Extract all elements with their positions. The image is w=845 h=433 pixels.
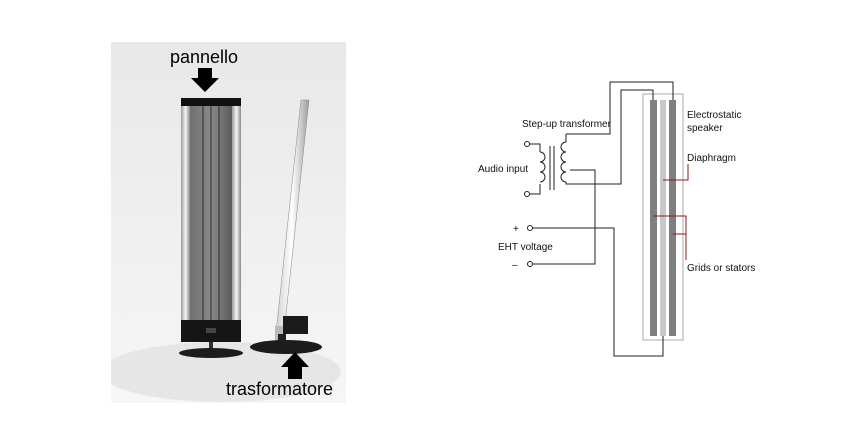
arrow-down-icon (191, 68, 219, 92)
speaker-photo-illustration (111, 42, 346, 403)
transformer-label: Step-up transformer (522, 119, 612, 130)
front-speaker-panel (179, 98, 243, 358)
audio-input-label: Audio input (478, 164, 528, 175)
transformer-coils (539, 134, 570, 190)
transformer-photo-label: trasformatore (226, 379, 334, 399)
leader-lines (653, 164, 689, 260)
plus-sign: + (513, 224, 519, 235)
side-speaker-panel (250, 99, 322, 354)
stator-left (650, 100, 657, 336)
schematic-svg: Step-up transformer Electrostatic speake… (478, 81, 755, 357)
speaker-label-line1: Electrostatic (687, 110, 741, 121)
diaphragm (660, 100, 666, 336)
diaphragm-label: Diaphragm (687, 153, 736, 164)
eht-label: EHT voltage (498, 242, 553, 253)
arrow-up-icon (281, 352, 309, 379)
grids-label: Grids or stators (687, 263, 755, 274)
terminals (524, 141, 533, 267)
speaker-label-line2: speaker (687, 123, 723, 134)
speaker-photo (111, 42, 346, 403)
wiring (528, 81, 674, 357)
stator-right (669, 100, 676, 336)
minus-sign: – (512, 260, 518, 271)
electrostatic-speaker-schematic: Step-up transformer Electrostatic speake… (460, 60, 800, 380)
panel-label: pannello (170, 47, 239, 67)
